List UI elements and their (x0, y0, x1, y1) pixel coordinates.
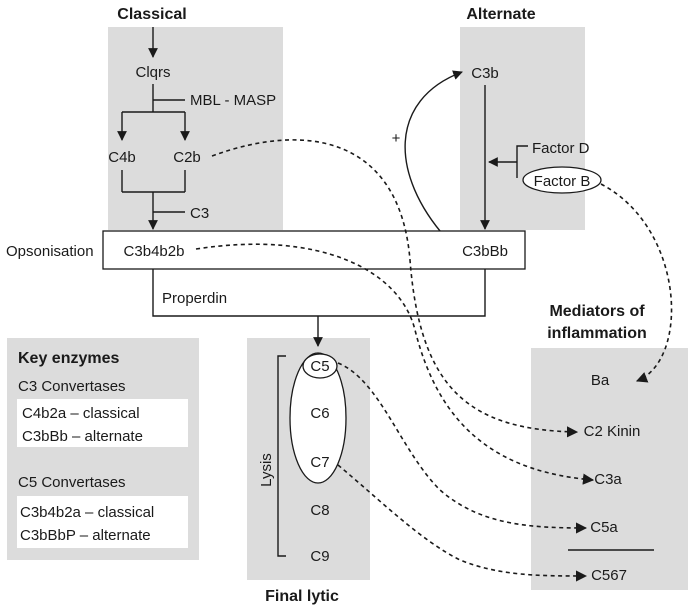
opsonisation-label: Opsonisation (6, 243, 94, 260)
alternate-header: Alternate (466, 6, 535, 23)
c3-label: C3 (190, 205, 209, 222)
properdin-bracket (152, 269, 486, 317)
factor-b-label: Factor B (534, 173, 591, 190)
dashed-arrow-c7-to-c567 (337, 464, 588, 582)
mediators-panel (531, 348, 688, 590)
mediators-header-line2: inflammation (547, 325, 647, 342)
c3-convertase-alternate: C3bBb – alternate (22, 428, 143, 445)
c5-convertase-alternate: C3bBbP – alternate (20, 527, 151, 544)
final-lytic-header: Final lytic (265, 588, 339, 605)
lysis-bracket (277, 355, 286, 557)
lytic-c8: C8 (310, 502, 329, 519)
mediator-c2-kinin: C2 Kinin (584, 423, 641, 440)
mediator-c5a: C5a (590, 519, 618, 536)
amplification-loop-arrow (404, 70, 463, 239)
mediator-ba: Ba (591, 372, 610, 389)
lytic-c7: C7 (310, 454, 329, 471)
plus-sign: + (392, 130, 401, 147)
c2b-label: C2b (173, 149, 201, 166)
classical-panel (108, 27, 283, 230)
mediator-c567: C567 (591, 567, 627, 584)
c3-convertases-title: C3 Convertases (18, 378, 126, 395)
c3b4b2b-label: C3b4b2b (124, 243, 185, 260)
alternate-panel (460, 27, 585, 230)
lytic-complex-ellipse (289, 352, 347, 484)
c5-ellipse (302, 353, 338, 379)
clqrs-label: Clqrs (135, 64, 170, 81)
c5-convertases-box (17, 496, 188, 548)
factor-d-label: Factor D (532, 140, 590, 157)
c3-convertases-box (17, 399, 188, 447)
c5-convertase-classical: C3b4b2a – classical (20, 504, 154, 521)
lytic-c5: C5 (310, 358, 329, 375)
convertase-bar (102, 230, 526, 270)
lysis-label: Lysis (258, 453, 275, 487)
c3bbb-label: C3bBb (462, 243, 508, 260)
c4b-label: C4b (108, 149, 136, 166)
mbl-masp-label: MBL - MASP (190, 92, 276, 109)
key-enzymes-header: Key enzymes (18, 350, 119, 367)
classical-header: Classical (117, 6, 186, 23)
c5-convertases-title: C5 Convertases (18, 474, 126, 491)
lytic-c6: C6 (310, 405, 329, 422)
c3b-label: C3b (471, 65, 499, 82)
factor-b-ellipse (522, 166, 602, 194)
factor-bracket (516, 145, 528, 178)
properdin-label: Properdin (162, 290, 227, 307)
dashed-arrow-c2b-to-c2-kinin (211, 139, 579, 438)
dashed-arrow-factor-b-to-ba (600, 183, 673, 383)
c3-convertase-classical: C4b2a – classical (22, 405, 140, 422)
lytic-c9: C9 (310, 548, 329, 565)
mediator-c3a: C3a (594, 471, 622, 488)
mediators-header-line1: Mediators of (549, 303, 645, 320)
